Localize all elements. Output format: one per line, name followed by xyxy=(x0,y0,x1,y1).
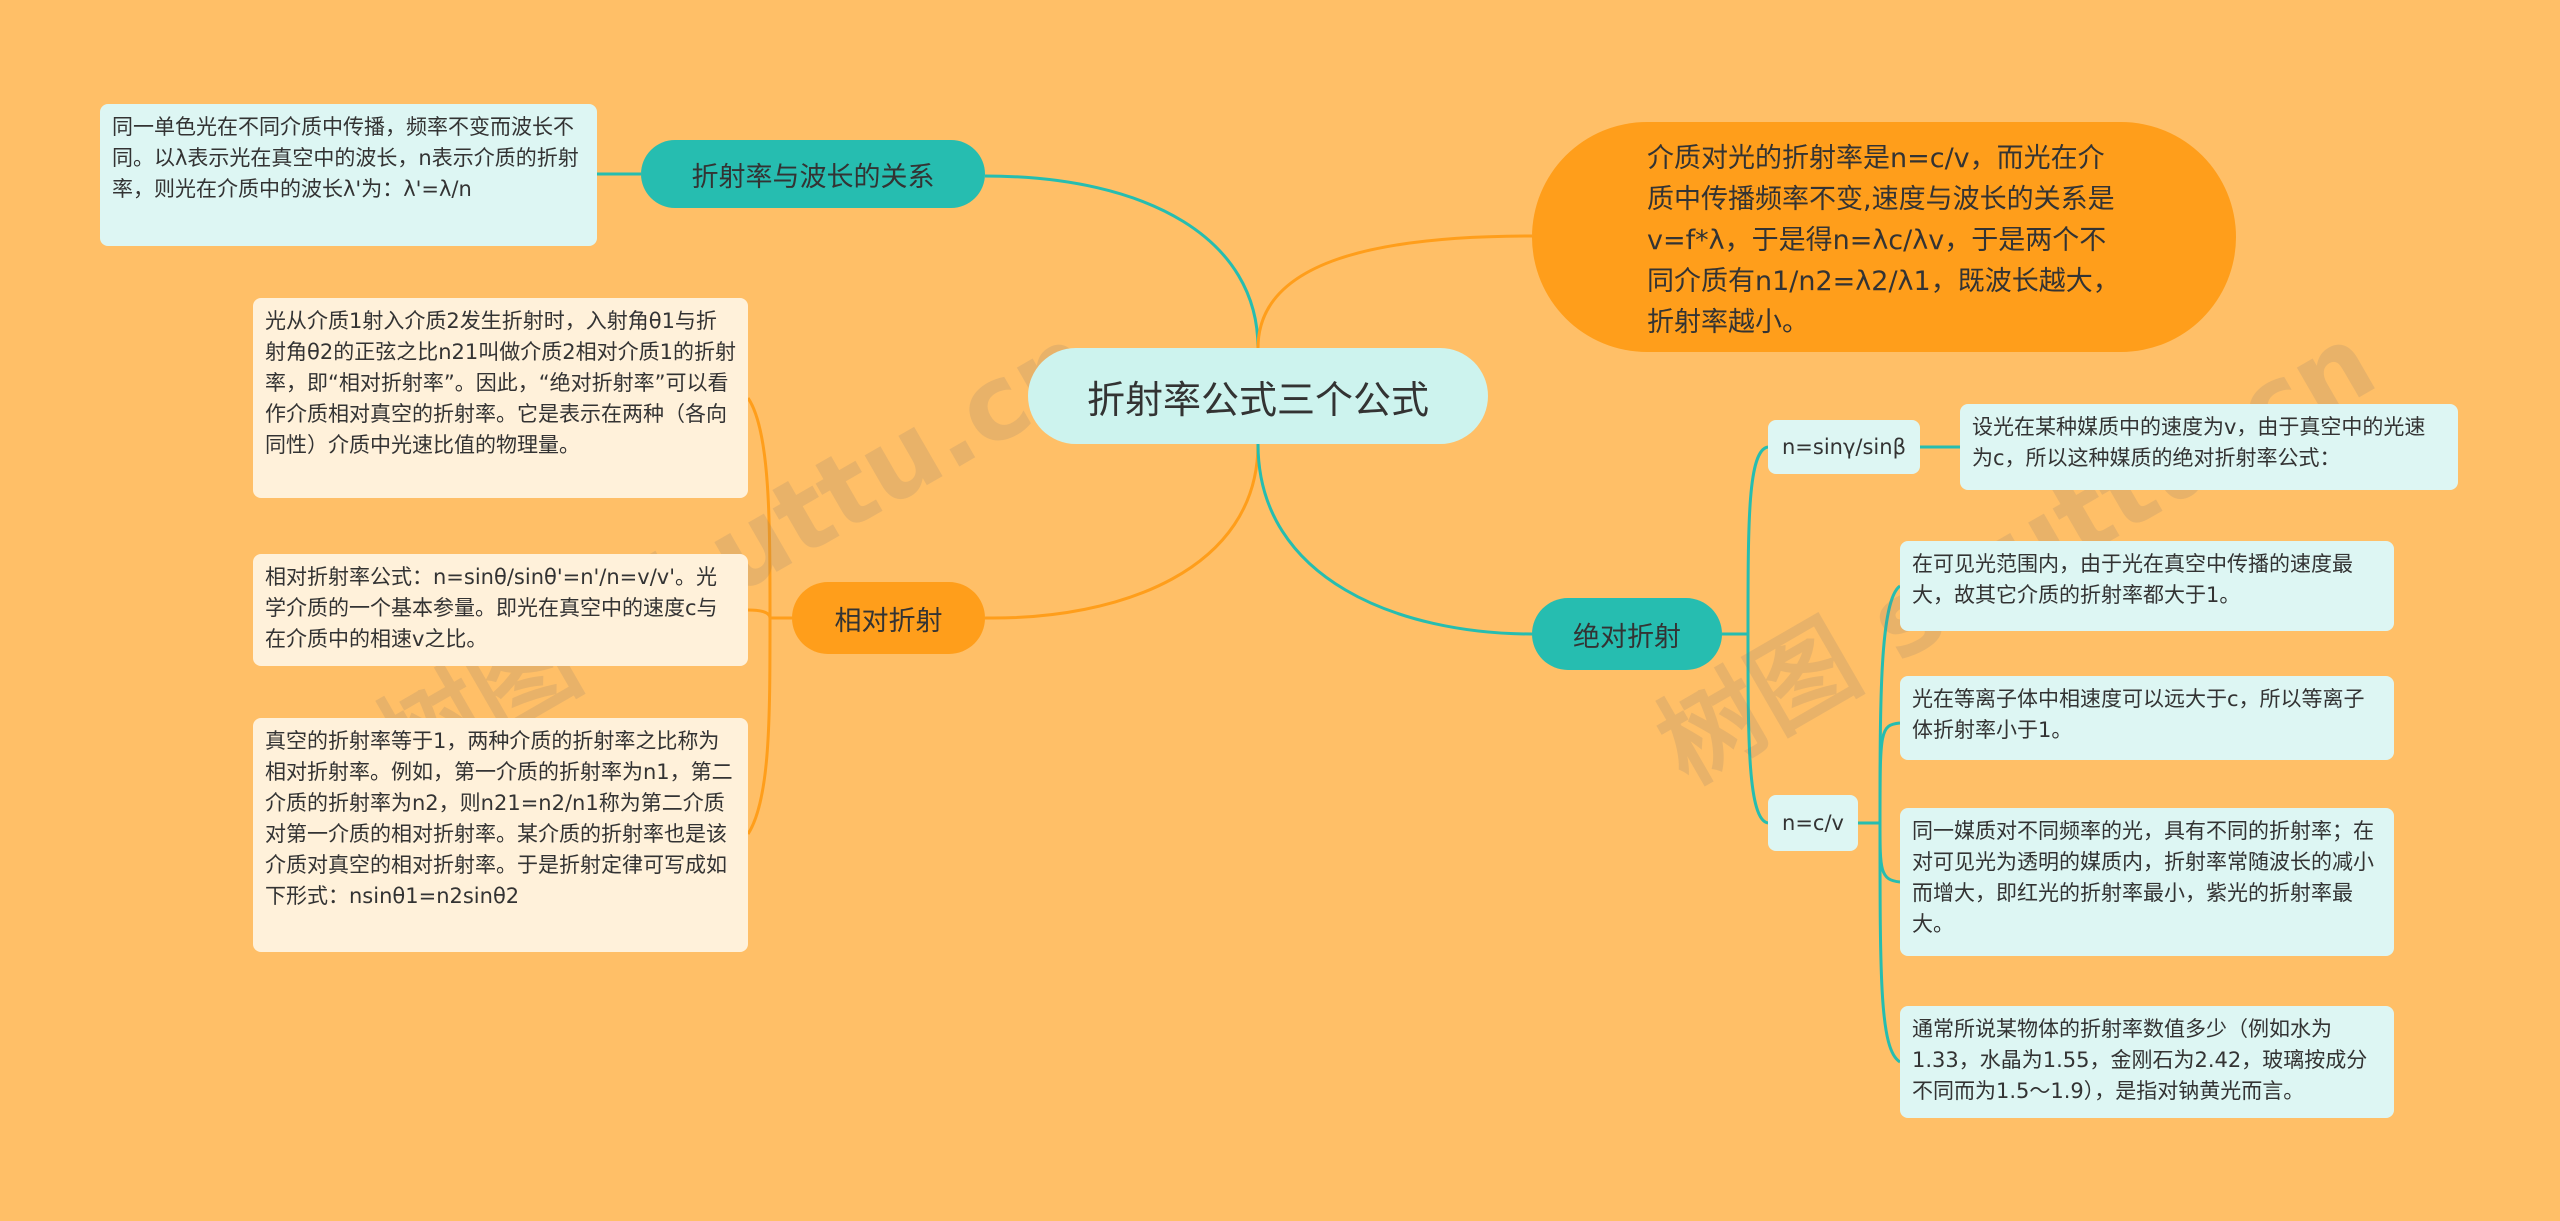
c-over-v-note-1[interactable]: 在可见光范围内，由于光在真空中传播的速度最大，故其它介质的折射率都大于1。 xyxy=(1900,541,2394,631)
relative-topic[interactable]: 相对折射 xyxy=(792,582,985,654)
c-over-v-note-2[interactable]: 光在等离子体中相速度可以远大于c，所以等离子体折射率小于1。 xyxy=(1900,676,2394,760)
wavelength-topic[interactable]: 折射率与波长的关系 xyxy=(641,140,985,208)
formula-sin-ratio-note[interactable]: 设光在某种媒质中的速度为v，由于真空中的光速为c，所以这种媒质的绝对折射率公式： xyxy=(1960,404,2458,490)
relative-note-1[interactable]: 光从介质1射入介质2发生折射时，入射角θ1与折射角θ2的正弦之比n21叫做介质2… xyxy=(253,298,748,498)
relative-note-3[interactable]: 真空的折射率等于1，两种介质的折射率之比称为相对折射率。例如，第一介质的折射率为… xyxy=(253,718,748,952)
c-over-v-note-3[interactable]: 同一媒质对不同频率的光，具有不同的折射率；在对可见光为透明的媒质内，折射率常随波… xyxy=(1900,808,2394,956)
central-topic[interactable]: 折射率公式三个公式 xyxy=(1028,348,1488,444)
absolute-topic[interactable]: 绝对折射 xyxy=(1532,598,1722,670)
formula-c-over-v[interactable]: n=c/v xyxy=(1768,795,1858,851)
relative-note-2[interactable]: 相对折射率公式：n=sinθ/sinθ'=n'/n=v/v'。光学介质的一个基本… xyxy=(253,554,748,666)
formula-sin-ratio[interactable]: n=sinγ/sinβ xyxy=(1768,420,1920,474)
wavelength-note[interactable]: 同一单色光在不同介质中传播，频率不变而波长不同。以λ表示光在真空中的波长，n表示… xyxy=(100,104,597,246)
c-over-v-note-4[interactable]: 通常所说某物体的折射率数值多少（例如水为1.33，水晶为1.55，金刚石为2.4… xyxy=(1900,1006,2394,1118)
definition-node[interactable]: 介质对光的折射率是n=c/v，而光在介质中传播频率不变,速度与波长的关系是v=f… xyxy=(1532,122,2236,352)
